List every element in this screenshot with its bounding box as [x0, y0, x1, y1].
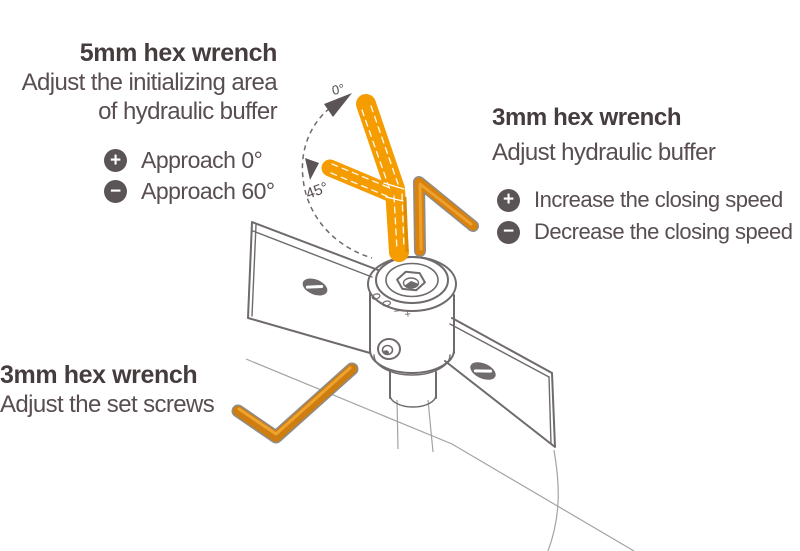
- angle-label-45: 45°: [304, 179, 331, 203]
- hinge-left-plate: [247, 221, 379, 354]
- screw-hole-left: [302, 278, 328, 296]
- bullet-increase-speed-label: Increase the closing speed: [534, 187, 783, 212]
- annotation-5mm-desc-line2: of hydraulic buffer: [98, 98, 278, 125]
- annotation-5mm-desc-line1: Adjust the initializing area: [21, 69, 278, 96]
- minus-icon: −: [497, 220, 520, 244]
- bullet-approach-0-label: Approach 0°: [141, 147, 263, 173]
- minus-icon: −: [104, 180, 127, 203]
- annotation-3mm-buffer-desc: Adjust hydraulic buffer: [492, 139, 716, 166]
- plus-icon: +: [104, 149, 127, 172]
- annotation-3mm-set-desc: Adjust the set screws: [0, 391, 215, 418]
- bullet-approach-60: − Approach 60°: [104, 178, 275, 205]
- hex-wrench-3mm-set-screws: [231, 362, 359, 444]
- annotation-3mm-buffer: 3mm hex wrench Adjust hydraulic buffer: [492, 103, 716, 167]
- cap-minus-mark: −: [393, 305, 401, 318]
- annotation-3mm-set-title: 3mm hex wrench: [0, 361, 198, 389]
- annotation-3mm-buffer-title: 3mm hex wrench: [492, 104, 682, 131]
- angle-label-0: 0°: [331, 81, 346, 98]
- annotation-5mm-title: 5mm hex wrench: [79, 39, 278, 67]
- screw-hole-right: [470, 362, 496, 380]
- hinge-barrel: [367, 256, 457, 408]
- annotation-5mm-wrench: 5mm hex wrench Adjust the initializing a…: [21, 38, 278, 126]
- plus-icon: +: [497, 188, 520, 212]
- set-screw: [377, 338, 401, 360]
- wrench-facet-lines: [330, 105, 405, 251]
- glass-door-outline: [245, 358, 635, 551]
- arc-arrow-top: [324, 93, 352, 117]
- bullet-approach-60-label: Approach 60°: [141, 178, 275, 204]
- hinge-right-plate: [444, 317, 556, 448]
- hex-socket: [396, 270, 426, 292]
- annotation-3mm-set-screws: 3mm hex wrench Adjust the set screws: [0, 360, 215, 419]
- hex-wrench-3mm-buffer: [413, 176, 479, 257]
- cap-engravings: − +: [371, 293, 412, 321]
- hex-wrench-5mm: [321, 94, 409, 262]
- cap-plus-mark: +: [404, 308, 412, 321]
- bullet-decrease-speed: − Decrease the closing speed: [497, 219, 793, 245]
- rotation-arc: 0° 45°: [301, 81, 373, 259]
- bullet-approach-0: + Approach 0°: [104, 147, 263, 174]
- arc-arrow-side: [305, 158, 319, 180]
- hinge-body: − +: [247, 221, 556, 448]
- bullet-decrease-speed-label: Decrease the closing speed: [534, 219, 793, 244]
- bullet-increase-speed: + Increase the closing speed: [497, 187, 783, 213]
